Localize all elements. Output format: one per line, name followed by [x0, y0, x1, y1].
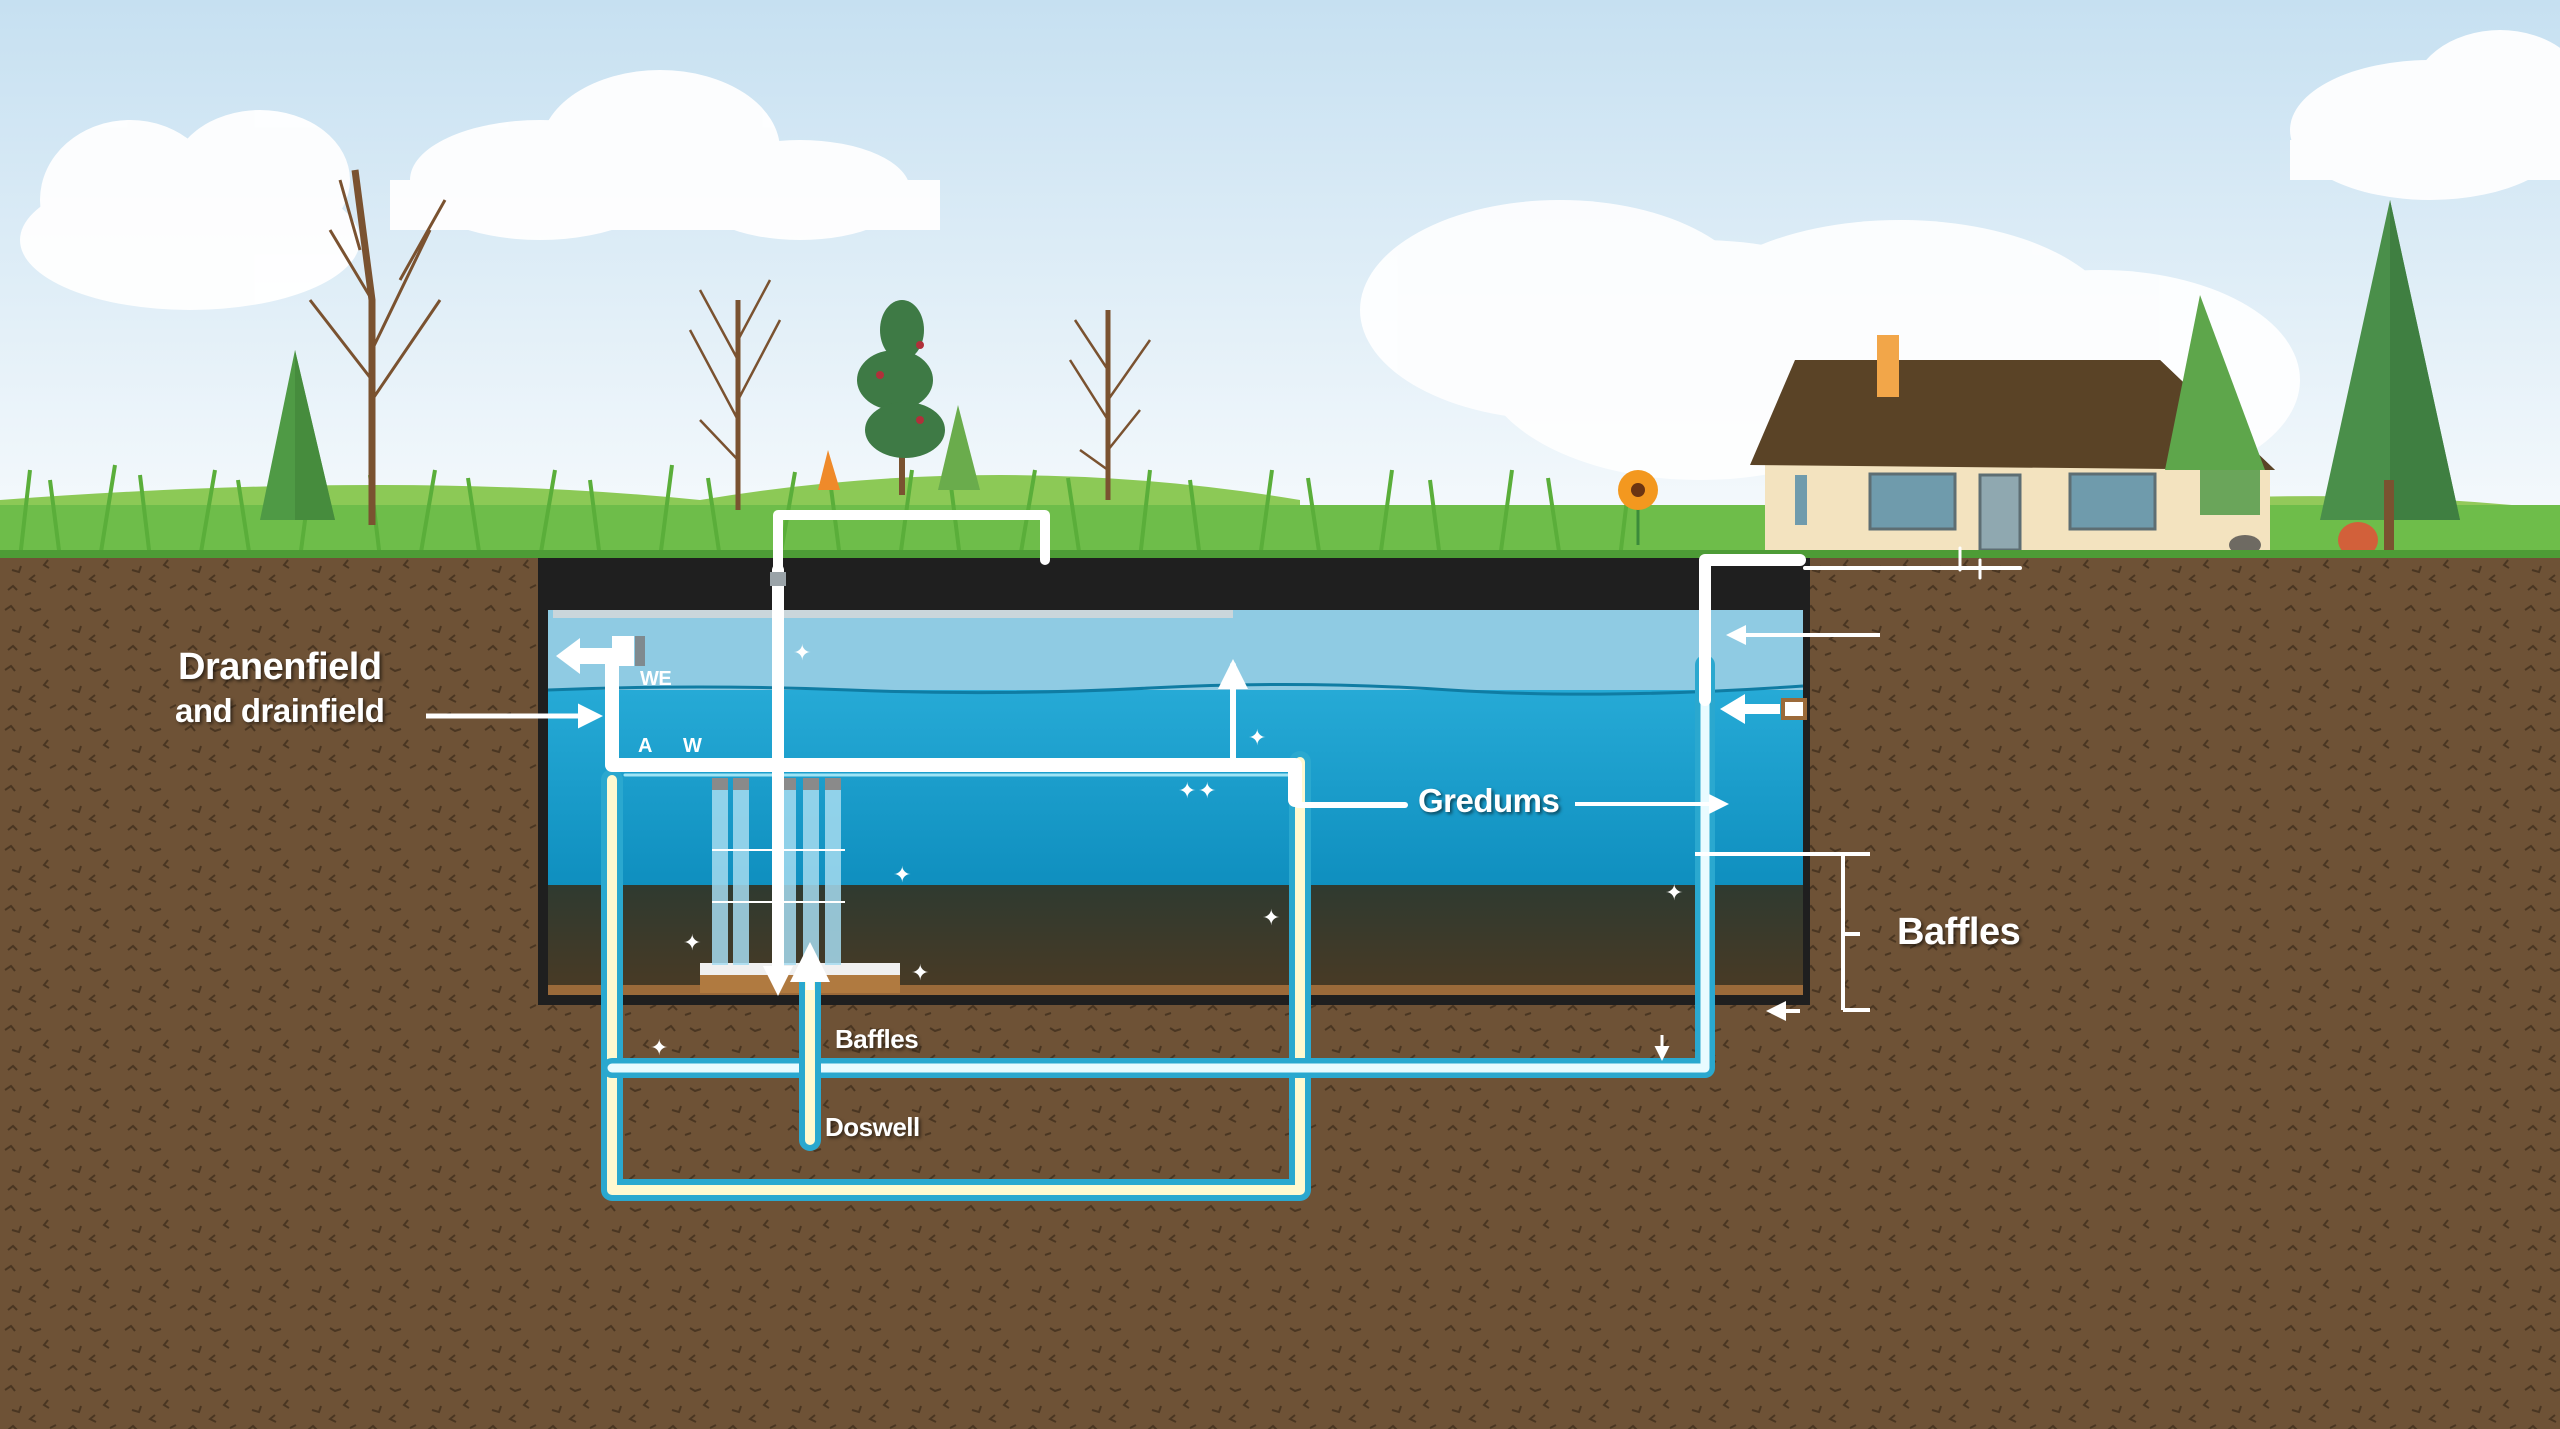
svg-text:✦: ✦	[893, 863, 911, 888]
evergreen-tree-icon	[2320, 200, 2460, 550]
bare-tree-icon	[1068, 310, 1152, 500]
cloud-icon	[2290, 30, 2560, 200]
window	[1795, 475, 1807, 525]
evergreen-tree-icon	[938, 405, 980, 490]
outlet-arrow-icon	[556, 636, 645, 674]
tank-floor	[548, 985, 1803, 995]
svg-text:✦: ✦	[1262, 906, 1280, 931]
baffles-bracket	[1695, 852, 1870, 1021]
svg-text:✦: ✦	[1665, 881, 1683, 906]
label-baffles-right: Baffles	[1897, 911, 2021, 953]
label-tag-a: A	[638, 735, 652, 757]
tank-air	[548, 610, 1803, 690]
grass-edge	[0, 550, 2560, 558]
label-doswell: Doswell	[825, 1112, 920, 1142]
label-inlet-tag: WE	[640, 668, 672, 690]
label-tag-w: W	[683, 735, 702, 757]
svg-text:✦: ✦	[911, 961, 929, 986]
window	[2068, 472, 2157, 531]
label-drainfield-line1: Dranenfield	[178, 646, 382, 688]
bare-tree-icon	[308, 169, 447, 525]
evergreen-tree-icon	[260, 350, 335, 520]
pipes	[605, 510, 2022, 986]
svg-text:✦: ✦	[683, 931, 701, 956]
door	[1978, 473, 2022, 552]
evergreen-tree-icon	[2165, 295, 2265, 470]
label-drainfield-line2: and drainfield	[175, 692, 385, 729]
pine-tree-icon	[857, 300, 945, 495]
pipe-fitting	[770, 572, 786, 586]
cloud-icon	[20, 110, 360, 310]
svg-text:✦: ✦	[793, 641, 811, 666]
svg-text:✦: ✦	[650, 1036, 668, 1061]
label-baffles-lower: Baffles	[835, 1024, 919, 1054]
flower-icon	[1618, 470, 1658, 545]
cloud-icon	[390, 70, 940, 240]
chimney	[1877, 335, 1899, 397]
bare-tree-icon	[688, 279, 782, 510]
shrub-icon	[818, 450, 840, 490]
window	[1868, 472, 1957, 531]
tank-lid-rail	[553, 610, 1233, 618]
shrub-icon	[2338, 522, 2378, 558]
inlet-arrow-icon	[1720, 694, 1807, 724]
water-surface	[547, 682, 1804, 696]
sparkle-icons: ✦ ✦ ✦ ✦ ✦ ✦ ✦ ✦ ✦ ✦	[650, 641, 1683, 1061]
label-gredums: Gredums	[1418, 782, 1560, 819]
svg-text:✦: ✦	[1248, 726, 1266, 751]
svg-text:✦: ✦	[1198, 779, 1216, 804]
tank-water	[548, 690, 1803, 885]
pipe-loop	[601, 655, 1715, 1201]
svg-text:✦: ✦	[1178, 779, 1196, 804]
house-icon	[1750, 335, 2275, 552]
